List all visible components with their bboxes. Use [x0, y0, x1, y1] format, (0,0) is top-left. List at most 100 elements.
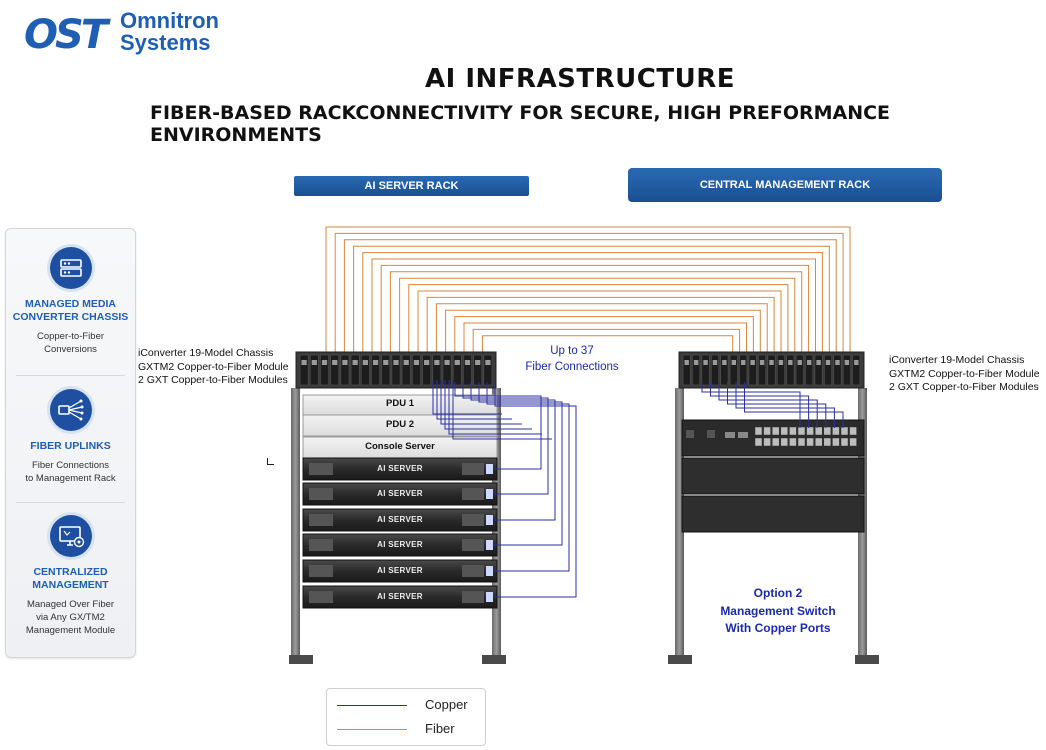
- slot-port: [778, 360, 784, 365]
- switch-port: [840, 437, 849, 447]
- slot-port: [424, 360, 430, 365]
- chassis-slot: [422, 354, 432, 386]
- slot-port: [722, 360, 727, 365]
- copper-cable: [744, 382, 844, 428]
- switch-port: [814, 426, 823, 436]
- fiber-uplink-icon: [49, 389, 92, 431]
- chassis-slot: [824, 354, 833, 386]
- slot-port: [731, 360, 737, 365]
- slot-port: [311, 360, 317, 365]
- copper-cable: [440, 380, 522, 425]
- slot-port: [475, 360, 481, 365]
- slot-port: [788, 360, 793, 365]
- switch-port: [823, 437, 832, 447]
- right-chassis-note: iConverter 19-Model Chassis GXTM2 Copper…: [889, 354, 1040, 393]
- server-drive-bay: [309, 488, 333, 500]
- feature-centralized-management: CENTRALIZED MANAGEMENT Managed Over Fibe…: [6, 515, 135, 637]
- server-label: AI SERVER: [377, 566, 423, 575]
- slot-port: [684, 360, 689, 365]
- slot-port: [797, 360, 802, 365]
- copper-cable: [701, 382, 801, 428]
- rack-foot: [855, 655, 879, 664]
- chassis-slot: [309, 354, 319, 386]
- right-rack-post: [675, 388, 684, 660]
- divider: [16, 375, 125, 376]
- chassis-slot: [320, 354, 329, 386]
- server-label: AI SERVER: [377, 515, 423, 524]
- copper-cable: [432, 380, 502, 415]
- switch-port: [763, 426, 771, 436]
- slot-port: [413, 360, 420, 365]
- fiber-cable: [472, 328, 741, 360]
- chassis-slot: [814, 354, 823, 386]
- slot-port: [383, 360, 389, 365]
- fiber-cable: [445, 309, 761, 360]
- copper-cable: [478, 382, 563, 546]
- server-label: AI SERVER: [377, 464, 423, 473]
- copper-cable: [462, 382, 549, 495]
- chassis-slot: [463, 354, 472, 386]
- chassis-slot: [758, 354, 767, 386]
- chassis-slot: [776, 354, 785, 386]
- switch-port: [814, 437, 823, 447]
- page-subtitle: FIBER-BASED RACKCONNECTIVITY FOR SECURE,…: [150, 102, 891, 146]
- chassis-slot: [452, 354, 462, 386]
- server-drive-bay: [309, 539, 333, 551]
- rack-foot: [668, 655, 692, 664]
- fiber-cable: [408, 284, 789, 360]
- chassis-slot: [350, 354, 360, 386]
- slot-port: [844, 360, 850, 365]
- server-port: [486, 489, 493, 499]
- copper-cable: [436, 380, 512, 420]
- switch-port: [823, 426, 832, 436]
- server-port: [486, 592, 493, 602]
- switch-port: [789, 426, 797, 436]
- rack-blank-panel: [681, 457, 865, 495]
- chassis-slot: [682, 354, 691, 386]
- slot-port: [454, 360, 460, 365]
- fiber-cable: [426, 296, 775, 360]
- chassis-slot: [401, 354, 411, 386]
- chassis-slot: [739, 354, 748, 386]
- fiber-cable: [481, 335, 734, 360]
- server-port: [486, 540, 493, 550]
- slot-port: [342, 360, 348, 365]
- slot-port: [403, 360, 409, 365]
- fiber-swatch: [337, 729, 407, 730]
- slot-port: [434, 360, 440, 365]
- slot-port: [372, 360, 379, 365]
- server-label: AI SERVER: [377, 592, 423, 601]
- switch-port: [840, 426, 849, 436]
- fiber-connections-note: Up to 37 Fiber Connections: [525, 345, 619, 373]
- legend-copper: Copper: [327, 695, 485, 715]
- slot-port: [485, 360, 491, 365]
- chassis-slot: [852, 354, 861, 386]
- slot-port: [759, 360, 765, 365]
- chassis-slot: [767, 354, 776, 386]
- fiber-cable: [435, 303, 768, 360]
- fiber-cable: [463, 322, 747, 360]
- fiber-cable: [325, 226, 851, 360]
- legend: Copper Fiber: [326, 688, 486, 746]
- copper-cable: [470, 382, 556, 521]
- pdu-2-label: PDU 2: [386, 419, 414, 430]
- copper-cable: [448, 380, 542, 435]
- slot-port: [769, 360, 774, 365]
- console-server-label: Console Server: [365, 441, 435, 452]
- switch-port: [849, 437, 857, 447]
- feature-panel: MANAGED MEDIA CONVERTER CHASSIS Copper-t…: [5, 228, 136, 658]
- slot-port: [835, 360, 840, 365]
- chassis-slot: [330, 354, 340, 386]
- switch-port: [771, 426, 780, 436]
- switch-port: [707, 430, 715, 438]
- copper-swatch: [337, 705, 407, 706]
- chassis-slot: [391, 354, 401, 386]
- switch-port: [754, 426, 763, 436]
- fiber-cable: [353, 245, 830, 360]
- chassis-slot: [833, 354, 842, 386]
- server-port: [486, 566, 493, 576]
- chassis-slot: [442, 354, 452, 386]
- switch-port: [832, 437, 840, 447]
- switch-port: [763, 437, 771, 447]
